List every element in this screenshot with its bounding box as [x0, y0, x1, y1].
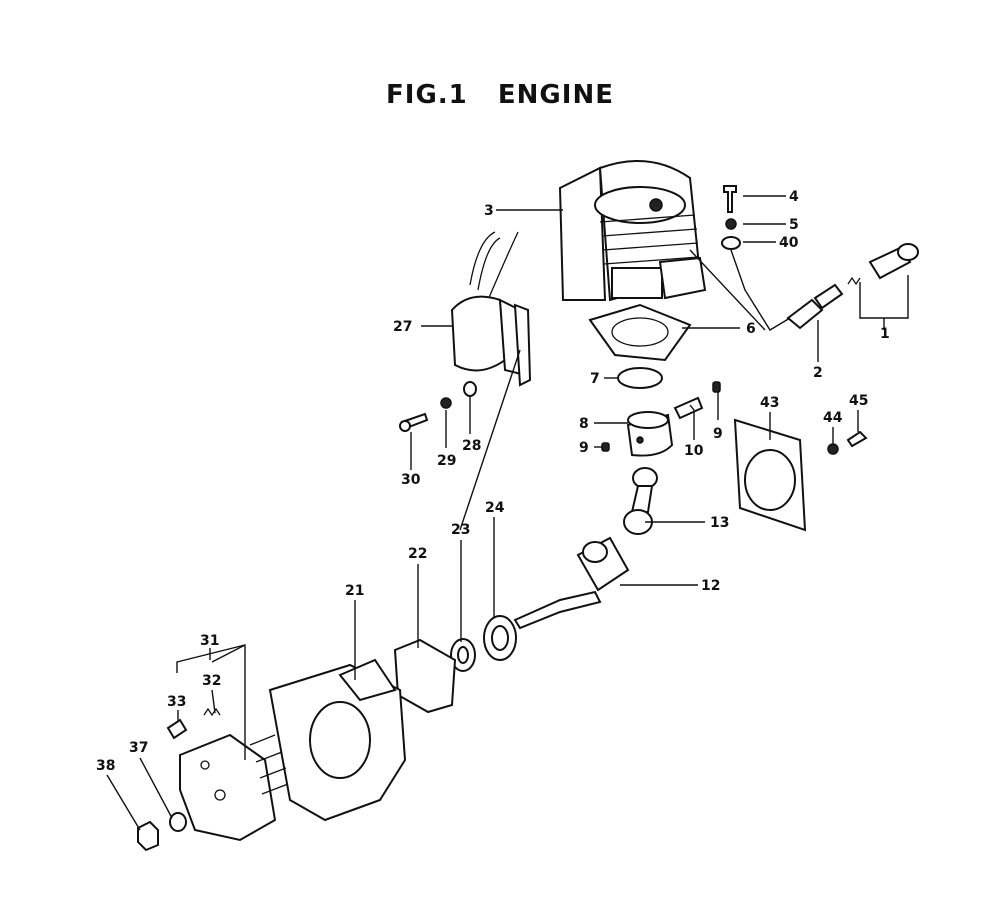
callout-2: 2 [813, 365, 823, 381]
pawl-part [166, 718, 188, 740]
gasket-part [588, 303, 692, 362]
washer-part [440, 397, 452, 409]
washer-part [725, 218, 737, 230]
piston-clip-part [601, 442, 610, 452]
callout-13: 13 [710, 515, 729, 531]
callout-27: 27 [393, 319, 412, 335]
callout-7: 7 [590, 371, 600, 387]
spark-plug-part [786, 283, 844, 330]
connecting-rod-part [623, 467, 658, 535]
crankcase-gasket-part [393, 638, 457, 714]
flywheel-part [179, 733, 289, 842]
callout-44: 44 [823, 410, 843, 426]
piston-pin-part [673, 396, 704, 420]
callout-10: 10 [684, 443, 704, 459]
callout-24: 24 [485, 500, 505, 516]
spring-part [203, 707, 221, 717]
callout-3: 3 [484, 203, 494, 219]
piston-part [626, 411, 674, 457]
washer-part [463, 381, 477, 397]
callout-8: 8 [579, 416, 589, 432]
bolt-part [399, 412, 429, 432]
screw-part [846, 430, 868, 448]
piston-ring-part [617, 367, 663, 389]
callout-32: 32 [202, 673, 221, 689]
spark-plug-cap-part [847, 243, 919, 286]
callout-12: 12 [701, 578, 720, 594]
crankshaft-part [513, 536, 630, 630]
callout-29: 29 [437, 453, 456, 469]
callout-37: 37 [129, 740, 148, 756]
callout-38: 38 [96, 758, 115, 774]
washer-part [169, 812, 187, 832]
bolt-part [723, 185, 737, 213]
callout-43: 43 [760, 395, 779, 411]
callout-9a: 9 [713, 426, 723, 442]
callout-4: 4 [789, 189, 799, 205]
callout-23: 23 [451, 522, 470, 538]
crankcase-part [268, 658, 407, 822]
callout-5: 5 [789, 217, 799, 233]
callout-1: 1 [880, 326, 890, 342]
page-title: FIG.1 ENGINE [386, 80, 614, 110]
callout-40: 40 [779, 235, 799, 251]
nut-part [137, 820, 159, 852]
callout-22: 22 [408, 546, 427, 562]
oil-seal-part [450, 638, 476, 672]
bearing-part [483, 615, 517, 661]
muffler-part [450, 231, 532, 387]
piston-clip-part [712, 381, 721, 393]
callout-6: 6 [746, 321, 756, 337]
callout-31: 31 [200, 633, 219, 649]
callout-labels: 1 2 3 4 5 40 6 7 8 9 9 10 12 13 21 22 23… [96, 189, 890, 774]
washer-part [721, 236, 741, 250]
washer-part [827, 443, 839, 455]
cylinder-part [558, 159, 707, 302]
callout-45: 45 [849, 393, 868, 409]
callout-21: 21 [345, 583, 364, 599]
callout-9b: 9 [579, 440, 589, 456]
callout-28: 28 [462, 438, 481, 454]
callout-33: 33 [167, 694, 186, 710]
crankcase-cover-part [733, 418, 807, 532]
leader-lines [106, 195, 909, 831]
callout-30: 30 [401, 472, 421, 488]
